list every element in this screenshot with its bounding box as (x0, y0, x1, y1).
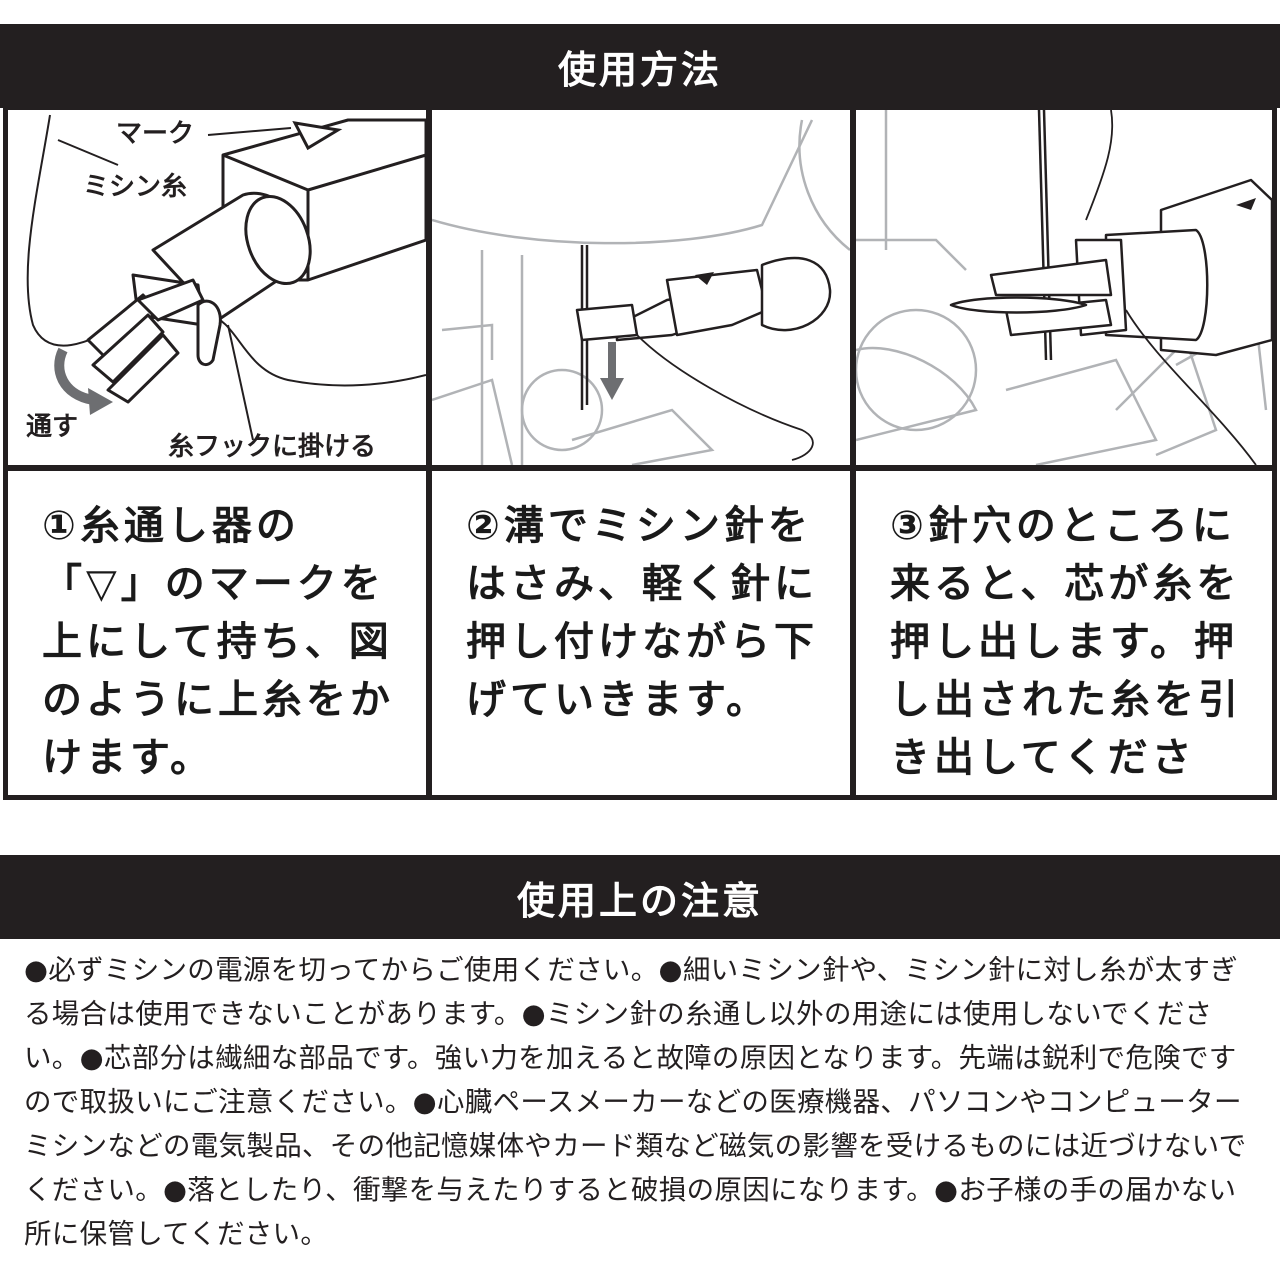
caution-section-header: 使用上の注意 (0, 855, 1280, 939)
rotate-arrow-icon (54, 347, 95, 405)
step3-illustration (856, 110, 1272, 465)
thread-pushout-diagram (856, 110, 1272, 465)
threader-hold-diagram: マーク ミシン糸 通す 糸フックに掛ける (26, 114, 426, 462)
label-mark: マーク (116, 119, 194, 149)
triangle-mark-icon (1236, 198, 1256, 210)
usage-section-header: 使用方法 (0, 24, 1280, 108)
step1-text: ①糸通し器の「▽」のマークを上にして持ち、図のように上糸をかけます。 (8, 471, 426, 795)
label-hook-thread: 糸フックに掛ける (168, 432, 376, 462)
triangle-mark-icon (292, 121, 343, 151)
step2-text: ②溝でミシン針をはさみ、軽く針に押し付けながら下げていきます。 (432, 471, 850, 795)
step1-illustration: マーク ミシン糸 通す 糸フックに掛ける (8, 110, 426, 465)
step2-illustration (432, 110, 850, 465)
label-sewing-thread: ミシン糸 (83, 172, 187, 202)
caution-header-title: 使用上の注意 (516, 878, 763, 923)
needle-insert-diagram (432, 119, 850, 465)
step3-text: ③針穴のところに来ると、芯が糸を押し出します。押し出された糸を引き出してください… (856, 471, 1272, 795)
triangle-mark-icon (695, 272, 714, 285)
usage-header-title: 使用方法 (557, 47, 722, 92)
caution-text: ●必ずミシンの電源を切ってからご使用ください。●細いミシン針や、ミシン針に対し糸… (24, 954, 1247, 1250)
usage-instructions-grid: マーク ミシン糸 通す 糸フックに掛ける (3, 105, 1277, 800)
label-pass-through: 通す (26, 412, 78, 442)
